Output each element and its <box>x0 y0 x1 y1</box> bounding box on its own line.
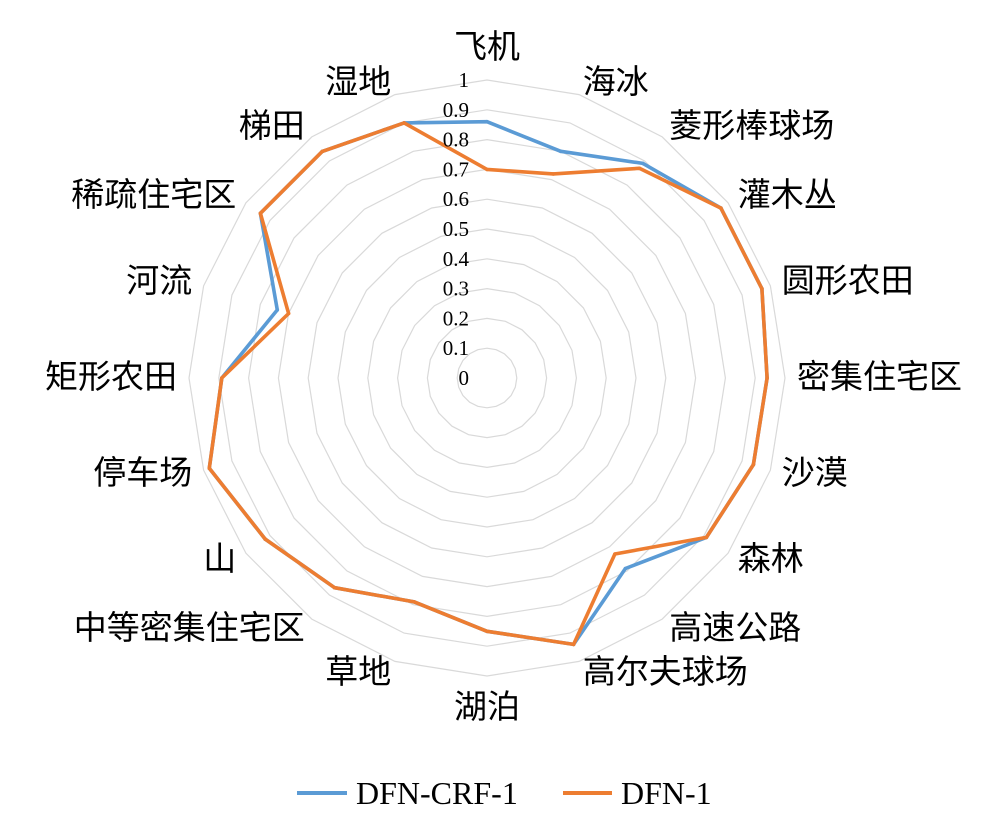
data-point-dfn-1-1 <box>551 172 556 176</box>
category-label-14: 停车场 <box>93 455 192 492</box>
data-point-dfn-crf-1-2 <box>641 161 645 166</box>
data-point-dfn-1-17 <box>258 211 263 216</box>
data-point-dfn-crf-1-16 <box>275 308 280 312</box>
category-label-10: 湖泊 <box>454 690 520 726</box>
series-dfn-1 <box>207 121 769 647</box>
data-point-dfn-crf-1-1 <box>558 149 563 154</box>
gridline-ring <box>247 138 727 618</box>
radial-tick-label: 0.7 <box>443 157 469 181</box>
category-label-8: 高速公路 <box>669 610 801 647</box>
gridline-ring <box>307 198 667 558</box>
data-point-dfn-1-0 <box>485 167 489 172</box>
gridline-ring <box>456 347 518 409</box>
plot-area-series <box>207 119 769 647</box>
data-point-dfn-1-6 <box>751 462 756 467</box>
category-label-17: 稀疏住宅区 <box>71 177 236 214</box>
radial-tick-label: 0 <box>459 366 470 390</box>
data-point-dfn-1-8 <box>613 552 617 556</box>
legend-item-dfn-crf-1: DFN-CRF-1 <box>297 775 518 811</box>
data-point-dfn-1-12 <box>332 585 337 590</box>
category-label-0: 飞机 <box>454 29 520 66</box>
radial-tick-label: 0.3 <box>443 277 469 301</box>
radial-tick-label: 0.9 <box>443 98 469 122</box>
legend-item-dfn-1: DFN-1 <box>563 775 712 811</box>
data-point-dfn-1-13 <box>263 537 268 541</box>
data-point-dfn-1-15 <box>220 376 224 380</box>
radial-tick-label: 0.6 <box>443 187 469 211</box>
category-label-3: 灌木丛 <box>738 177 837 214</box>
radial-tick-label: 0.1 <box>443 336 469 360</box>
category-label-4: 圆形农田 <box>782 263 914 300</box>
legend: DFN-CRF-1 DFN-1 <box>297 775 712 811</box>
data-point-dfn-1-14 <box>207 466 212 471</box>
category-label-7: 森林 <box>738 541 804 578</box>
category-label-6: 沙漠 <box>782 455 848 492</box>
data-point-dfn-1-3 <box>719 206 723 210</box>
gridline-ring <box>218 109 756 647</box>
gridline-ring <box>426 317 548 439</box>
radial-gridlines <box>188 79 786 677</box>
gridline-ring <box>367 258 607 498</box>
radial-tick-label: 0.2 <box>443 306 469 330</box>
data-point-dfn-1-2 <box>637 166 642 171</box>
gridline-ring <box>188 79 786 677</box>
data-point-dfn-1-7 <box>704 535 709 540</box>
gridline-ring <box>337 228 637 528</box>
category-label-11: 草地 <box>325 654 391 691</box>
category-label-5: 密集住宅区 <box>797 359 962 396</box>
radial-tick-label: 0.5 <box>443 217 469 241</box>
gridline-ring <box>396 287 578 469</box>
category-label-13: 山 <box>203 542 236 578</box>
data-point-dfn-1-19 <box>402 121 406 125</box>
radial-tick-label: 1 <box>459 68 470 92</box>
data-point-dfn-1-11 <box>412 600 417 604</box>
data-point-dfn-1-5 <box>765 376 769 380</box>
data-point-dfn-1-9 <box>571 642 576 647</box>
data-point-dfn-crf-1-0 <box>485 119 489 124</box>
category-label-9: 高尔夫球场 <box>583 654 748 691</box>
radial-tick-label: 0.4 <box>443 247 470 271</box>
category-label-1: 海冰 <box>583 64 649 101</box>
category-label-19: 湿地 <box>325 64 391 101</box>
category-label-15: 矩形农田 <box>45 359 177 396</box>
category-label-12: 中等密集住宅区 <box>74 610 305 647</box>
gridline-ring <box>277 168 697 588</box>
legend-label-dfn-crf-1: DFN-CRF-1 <box>356 775 518 811</box>
data-point-dfn-1-18 <box>320 149 325 154</box>
radial-axis-tick-labels: 0 0.1 0.2 0.3 0.4 0.5 0.6 0.7 0.8 0.9 1 <box>443 68 470 390</box>
category-label-2: 菱形棒球场 <box>669 108 834 145</box>
radial-tick-label: 0.8 <box>443 128 469 152</box>
legend-label-dfn-1: DFN-1 <box>621 775 712 811</box>
category-label-18: 梯田 <box>239 108 305 145</box>
category-label-16: 河流 <box>126 263 192 300</box>
data-point-dfn-1-10 <box>485 629 489 634</box>
data-point-dfn-1-16 <box>286 311 291 316</box>
data-point-dfn-1-4 <box>760 286 764 291</box>
data-point-dfn-crf-1-8 <box>623 566 628 571</box>
